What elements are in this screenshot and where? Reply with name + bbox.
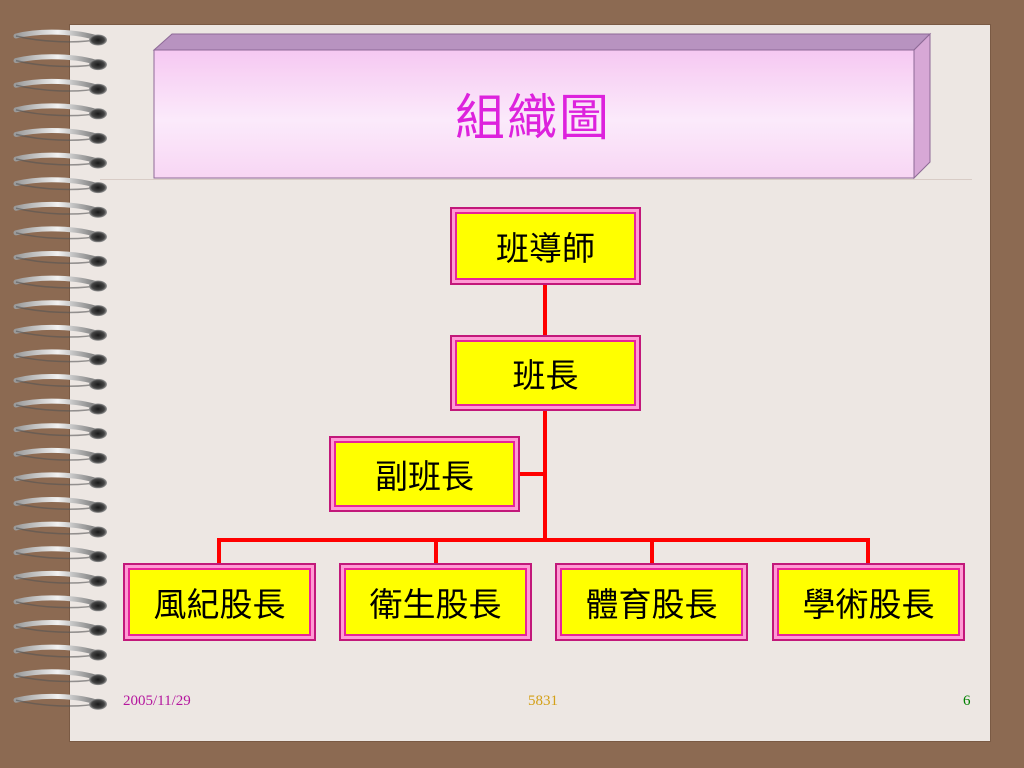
node-sports: 體育股長 <box>560 568 743 636</box>
spiral-hole <box>89 674 107 686</box>
spiral-hole <box>89 378 107 390</box>
footer-center-text: 5831 <box>528 693 558 709</box>
spiral-binding-icon <box>13 29 107 710</box>
spiral-hole <box>89 551 107 563</box>
spiral-hole <box>89 83 107 95</box>
spiral-hole <box>89 132 107 144</box>
spiral-hole <box>89 452 107 464</box>
spiral-hole <box>89 231 107 243</box>
spiral-hole <box>89 403 107 415</box>
spiral-hole <box>89 34 107 46</box>
spiral-hole <box>89 329 107 341</box>
node-teacher: 班導師 <box>455 212 636 280</box>
spiral-hole <box>89 255 107 267</box>
spiral-hole <box>89 477 107 489</box>
footer-date: 2005/11/29 <box>123 693 191 709</box>
spiral-hole <box>89 59 107 71</box>
spiral-hole <box>89 354 107 366</box>
spiral-hole <box>89 182 107 194</box>
slide-title: 組織圖 <box>455 89 611 147</box>
page-number: 6 <box>963 693 971 709</box>
spiral-hole <box>89 600 107 612</box>
node-discipline: 風紀股長 <box>128 568 311 636</box>
spiral-hole <box>89 428 107 440</box>
spiral-hole <box>89 575 107 587</box>
spiral-hole <box>89 157 107 169</box>
node-vice-leader: 副班長 <box>334 441 515 507</box>
title-banner-shape <box>152 32 932 180</box>
spiral-hole <box>89 280 107 292</box>
spiral-hole <box>89 526 107 538</box>
spiral-hole <box>89 108 107 120</box>
node-academic: 學術股長 <box>777 568 960 636</box>
spiral-hole <box>89 624 107 636</box>
node-hygiene: 衛生股長 <box>344 568 527 636</box>
title-banner: 組織圖 <box>152 32 932 180</box>
node-class-leader: 班長 <box>455 340 636 406</box>
spiral-hole <box>89 305 107 317</box>
spiral-hole <box>89 698 107 710</box>
spiral-hole <box>89 501 107 513</box>
spiral-hole <box>89 206 107 218</box>
spiral-hole <box>89 649 107 661</box>
title-divider <box>100 179 972 180</box>
